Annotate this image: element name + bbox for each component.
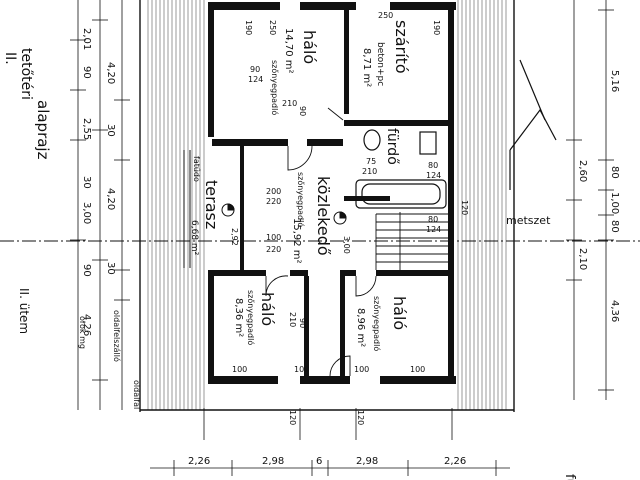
walls bbox=[208, 2, 456, 384]
interior-area bbox=[212, 8, 456, 382]
room-halo-top-floor: szőnyegpadló bbox=[270, 60, 280, 115]
inner-dim-220b: 220 bbox=[266, 245, 281, 254]
room-halo-top-area: 14,70 m² bbox=[283, 28, 294, 74]
left-dim-5: 90 bbox=[81, 264, 92, 277]
roof-hatching-left bbox=[147, 0, 205, 410]
room-terasz-floor: fatűdo bbox=[192, 156, 201, 182]
inner-dim-120a: 120 bbox=[460, 200, 469, 215]
inner-dim-100d: 100 bbox=[354, 365, 369, 374]
inner-dim-120b: 120 bbox=[288, 410, 297, 425]
inner-dim-120c: 120 bbox=[356, 410, 365, 425]
sheet-title-3: alaprajz bbox=[34, 100, 52, 160]
inner-dim-75a: 75 bbox=[366, 157, 376, 166]
room-halo-top-name: háló bbox=[300, 30, 319, 64]
sheet-title-2: tetőtéri bbox=[18, 48, 34, 100]
inner-dim-100c: 100 bbox=[294, 365, 309, 374]
inner-dim-80a: 80 bbox=[428, 161, 438, 170]
inner-dim-90c: 90 bbox=[298, 318, 307, 328]
bathroom-fixtures bbox=[355, 129, 447, 209]
left-dim-3: 30 bbox=[81, 176, 92, 189]
right-dim-0: 5,16 bbox=[609, 70, 620, 92]
right-dim-4: 80 bbox=[609, 220, 620, 233]
left-dim-2: 2,55 bbox=[81, 118, 92, 140]
inner-dim-100b: 100 bbox=[232, 365, 247, 374]
left-dim-8: 30 bbox=[105, 124, 116, 137]
inner-dim-220a: 220 bbox=[266, 197, 281, 206]
left-dim-4: 3,00 bbox=[81, 202, 92, 224]
roof-hatching-right bbox=[457, 0, 507, 410]
room-terasz-name: terasz bbox=[202, 180, 221, 229]
dormer-outline bbox=[509, 59, 557, 190]
inner-dim-190a: 190 bbox=[244, 20, 253, 35]
left-dim-7: 4,20 bbox=[105, 62, 116, 84]
left-dim-10: 30 bbox=[105, 262, 116, 275]
left-dim-9: 4,20 bbox=[105, 188, 116, 210]
right-dimension-lines bbox=[566, 0, 614, 400]
right-dim-3: 1,00 bbox=[609, 192, 620, 214]
right-dim-5: 2,10 bbox=[577, 248, 588, 270]
left-dim-6: 4,26 bbox=[81, 314, 92, 336]
inner-dim-124b: 124 bbox=[426, 171, 441, 180]
stair bbox=[375, 212, 450, 270]
note-3: oldalfal bbox=[132, 380, 141, 409]
room-halo-br-area: 8,96 m² bbox=[355, 308, 366, 347]
room-szarito-name: szárító bbox=[392, 20, 411, 74]
bottom-dim-2: 6 bbox=[316, 456, 322, 467]
door-swings bbox=[265, 107, 377, 377]
room-furdo-name: fürdő bbox=[384, 128, 400, 165]
room-halo-br-floor: szőnyegpadló bbox=[372, 296, 382, 351]
room-halo-bl-name: háló bbox=[258, 292, 277, 326]
room-kozlekedo-area: 15,92 m² bbox=[291, 218, 302, 264]
inner-dim-90a: 90 bbox=[250, 65, 260, 74]
inner-dim-250a: 250 bbox=[268, 20, 277, 35]
room-halo-bl-area: 8,36 m² bbox=[233, 298, 244, 337]
left-dim-0: 2,01 bbox=[81, 28, 92, 50]
room-szarito-floor: beton+pc bbox=[375, 42, 385, 86]
inner-dim-80b: 80 bbox=[428, 215, 438, 224]
room-halo-bl-floor: szőnyegpadló bbox=[246, 290, 256, 345]
bottom-dim-4: 2,26 bbox=[444, 456, 466, 467]
note-1: oldalfelszálló bbox=[112, 310, 122, 362]
left-dim-1: 90 bbox=[81, 66, 92, 79]
terrace-railing bbox=[183, 150, 191, 268]
cut-text: fü bbox=[562, 474, 577, 480]
left-dimension-lines bbox=[70, 0, 130, 410]
room-kozlekedo-floor: szőnyegpadló bbox=[296, 172, 306, 227]
sheet-title-1: II. bbox=[2, 52, 18, 65]
inner-dim-292: 2,92 bbox=[230, 228, 239, 246]
inner-dim-190b: 190 bbox=[432, 20, 441, 35]
bottom-dim-1: 2,98 bbox=[262, 456, 284, 467]
inner-dim-200: 200 bbox=[266, 187, 281, 196]
right-dim-6: 4,36 bbox=[609, 300, 620, 322]
inner-dim-124c: 124 bbox=[426, 225, 441, 234]
right-dim-2: 80 bbox=[609, 166, 620, 179]
bottom-dim-3: 2,98 bbox=[356, 456, 378, 467]
room-kozlekedo-name: közlekedő bbox=[314, 176, 333, 256]
inner-dim-100a: 100 bbox=[266, 233, 281, 242]
right-dim-1: 2,60 bbox=[577, 160, 588, 182]
inner-dim-100e: 100 bbox=[410, 365, 425, 374]
room-halo-br-name: háló bbox=[390, 296, 409, 330]
note-2: orok mg bbox=[78, 316, 87, 349]
inner-dim-300: 3,00 bbox=[342, 236, 351, 254]
phase-label: II. ütem bbox=[17, 288, 31, 334]
inner-dim-210a: 210 bbox=[282, 99, 297, 108]
inner-dim-124a: 124 bbox=[248, 75, 263, 84]
bottom-dimension-lines bbox=[150, 408, 510, 476]
inner-dim-210c: 210 bbox=[288, 312, 297, 327]
section-label: metszet bbox=[506, 214, 551, 227]
inner-dim-90b: 90 bbox=[298, 106, 307, 116]
bottom-dim-0: 2,26 bbox=[188, 456, 210, 467]
level-markers bbox=[221, 203, 347, 225]
inner-dim-210b: 210 bbox=[362, 167, 377, 176]
room-szarito-area: 8,71 m² bbox=[361, 48, 372, 87]
inner-dim-250b: 250 bbox=[378, 11, 393, 20]
room-terasz-area: 6,68 m² bbox=[189, 220, 199, 256]
